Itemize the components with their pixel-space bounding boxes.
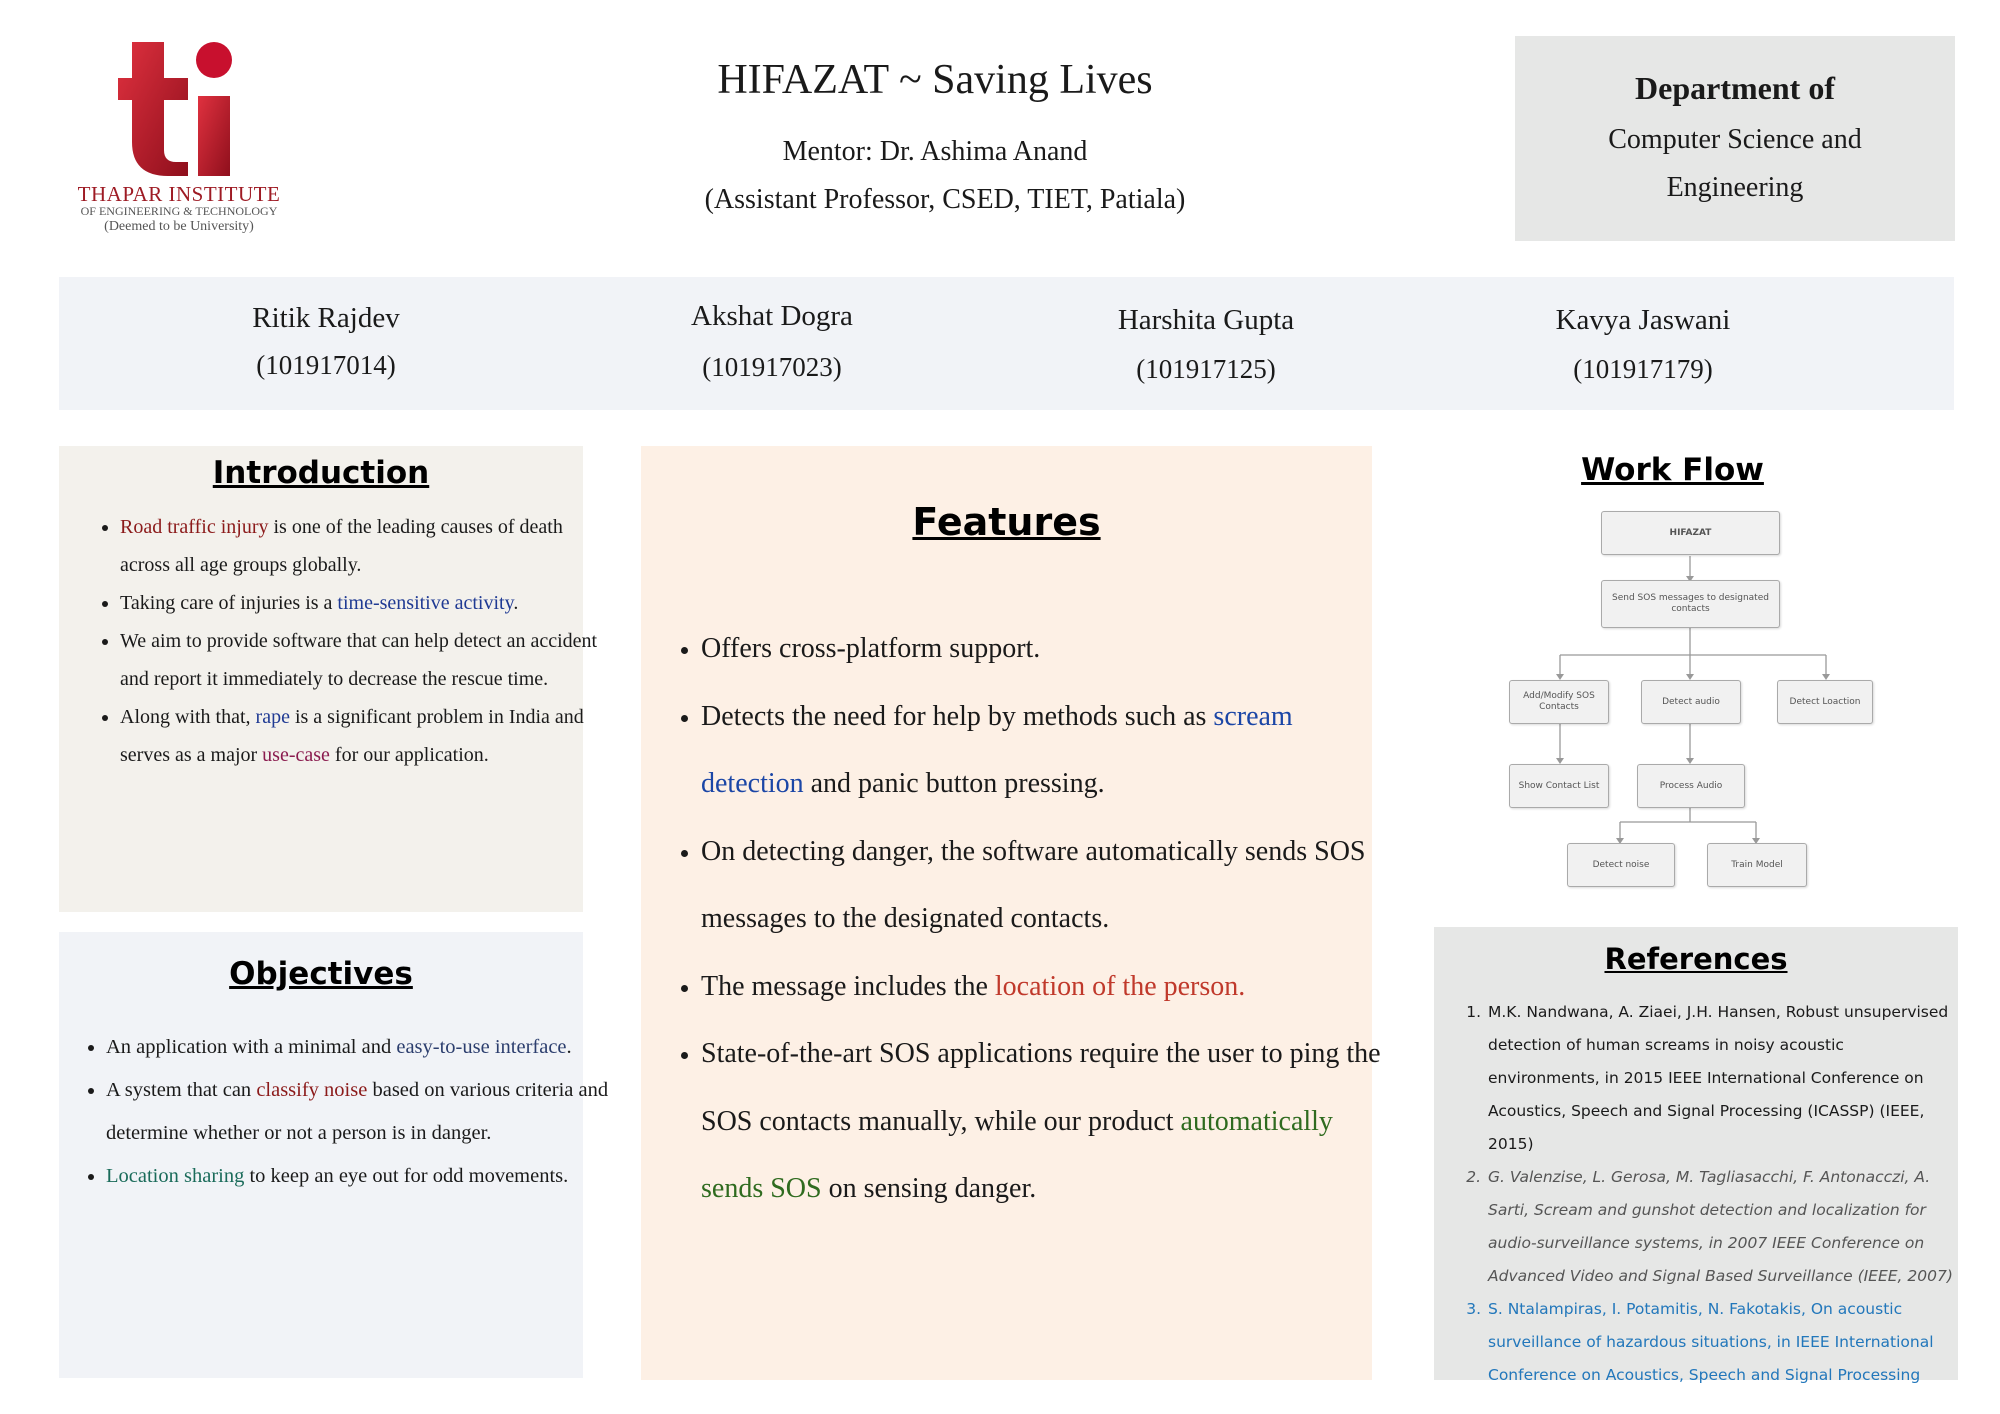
reference-item: G. Valenzise, L. Gerosa, M. Tagliasacchi… xyxy=(1486,1161,1956,1293)
flow-node-process-audio: Process Audio xyxy=(1637,764,1745,808)
flow-node-detect-location: Detect Loaction xyxy=(1777,680,1873,724)
list-item: State-of-the-art SOS applications requir… xyxy=(701,1020,1391,1223)
list-item: Road traffic injury is one of the leadin… xyxy=(120,508,605,584)
reference-item: S. Ntalampiras, I. Potamitis, N. Fakotak… xyxy=(1486,1293,1956,1392)
flow-node-add-contacts: Add/Modify SOS Contacts xyxy=(1509,680,1609,724)
reference-item: M.K. Nandwana, A. Ziaei, J.H. Hansen, Ro… xyxy=(1486,996,1956,1161)
department-box xyxy=(1515,36,1955,241)
member-id: (101917023) xyxy=(702,352,842,382)
flow-node-root: HIFAZAT xyxy=(1601,511,1780,555)
workflow-heading: Work Flow xyxy=(1581,452,1764,488)
flow-node-detect-noise: Detect noise xyxy=(1567,843,1675,887)
list-item: On detecting danger, the software automa… xyxy=(701,818,1391,953)
team-members-band xyxy=(59,277,1954,410)
list-item: Taking care of injuries is a time-sensit… xyxy=(120,584,605,622)
references-panel xyxy=(1434,927,1958,1380)
department-line-2: Engineering xyxy=(1666,172,1804,203)
objectives-list: An application with a minimal and easy-t… xyxy=(76,1026,616,1198)
department-title: Department of xyxy=(1635,70,1835,106)
member-name: Kavya Jaswani xyxy=(1555,304,1731,336)
mentor-name: Mentor: Dr. Ashima Anand xyxy=(782,136,1088,167)
list-item: Offers cross-platform support. xyxy=(701,615,1391,683)
member-name: Akshat Dogra xyxy=(691,300,853,332)
references-list: M.K. Nandwana, A. Ziaei, J.H. Hansen, Ro… xyxy=(1468,996,1956,1392)
references-heading: References xyxy=(1604,942,1788,976)
logo-institute-sub: OF ENGINEERING & TECHNOLOGY xyxy=(80,204,278,218)
list-item: Detects the need for help by methods suc… xyxy=(701,683,1391,818)
workflow-connectors xyxy=(1556,556,1830,844)
list-item: The message includes the location of the… xyxy=(701,953,1391,1021)
department-line-1: Computer Science and xyxy=(1608,124,1862,155)
introduction-heading: Introduction xyxy=(212,455,430,491)
member-name: Harshita Gupta xyxy=(1117,304,1295,336)
mentor-role: (Assistant Professor, CSED, TIET, Patial… xyxy=(704,184,1186,215)
list-item: Location sharing to keep an eye out for … xyxy=(106,1155,616,1198)
features-list: Offers cross-platform support. Detects t… xyxy=(671,615,1391,1223)
flow-node-train-model: Train Model xyxy=(1707,843,1807,887)
flow-node-show-contacts: Show Contact List xyxy=(1509,764,1609,808)
poster-title: HIFAZAT ~ Saving Lives xyxy=(717,57,1153,103)
objectives-panel xyxy=(59,932,583,1378)
member-name: Ritik Rajdev xyxy=(252,302,400,334)
objectives-heading: Objectives xyxy=(229,956,413,992)
logo-institute-status: (Deemed to be University) xyxy=(104,219,254,234)
features-heading: Features xyxy=(912,500,1101,544)
list-item: A system that can classify noise based o… xyxy=(106,1069,616,1155)
thapar-logo xyxy=(118,42,232,176)
list-item: We aim to provide software that can help… xyxy=(120,622,605,698)
introduction-list: Road traffic injury is one of the leadin… xyxy=(90,508,605,774)
flow-node-send-sos: Send SOS messages to designated contacts xyxy=(1601,580,1780,628)
member-id: (101917125) xyxy=(1136,354,1276,384)
flow-node-detect-audio: Detect audio xyxy=(1641,680,1741,724)
features-panel xyxy=(641,446,1372,1380)
member-id: (101917014) xyxy=(256,350,396,380)
member-id: (101917179) xyxy=(1573,354,1713,384)
list-item: Along with that, rape is a significant p… xyxy=(120,698,605,774)
list-item: An application with a minimal and easy-t… xyxy=(106,1026,616,1069)
logo-institute-name: THAPAR INSTITUTE xyxy=(77,182,281,206)
introduction-panel xyxy=(59,446,583,912)
